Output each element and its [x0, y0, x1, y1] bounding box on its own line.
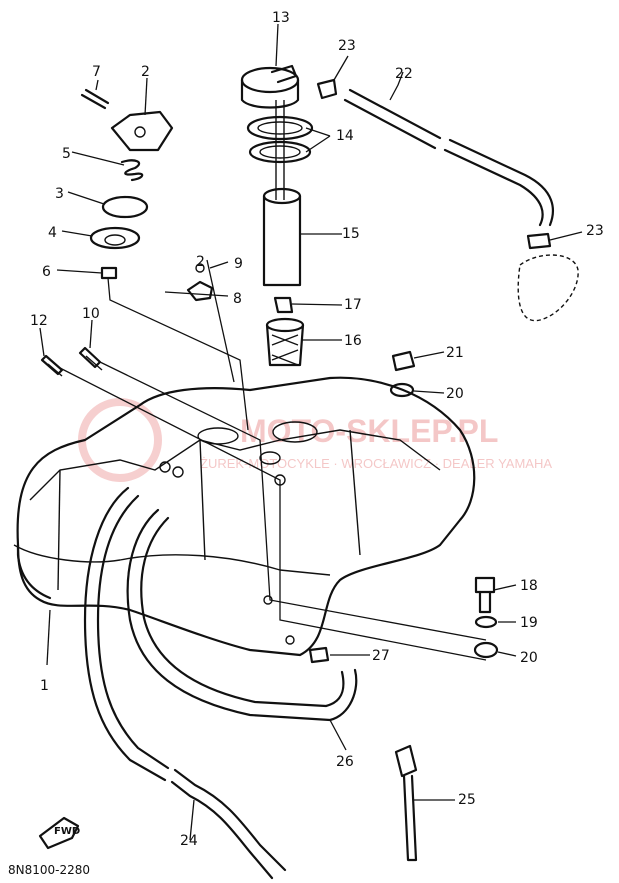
- leader-lines: [39, 23, 583, 841]
- watermark-main: MOTO-SKLEP.PL: [240, 413, 498, 449]
- washer-20-bottom: [473, 641, 499, 659]
- washer-20-top: [389, 382, 415, 398]
- watermark-sub: ŻUREK-MOTOCYKLE · WROCŁAWICZ · DEALER YA…: [200, 456, 552, 471]
- callout-23-right: 23: [586, 223, 604, 239]
- callout-23-top: 23: [338, 38, 356, 54]
- damper: [391, 350, 416, 372]
- callout-4: 4: [48, 225, 57, 241]
- o-rings: [246, 115, 314, 164]
- callout-16: 16: [344, 333, 362, 349]
- clip-27: [308, 646, 330, 664]
- watermark: MOTO-SKLEP.PL ŻUREK-MOTOCYKLE · WROCŁAWI…: [78, 398, 552, 482]
- callout-24: 24: [180, 833, 198, 849]
- diagram-code: 8N8100-2280: [8, 863, 90, 877]
- callout-8: 8: [233, 291, 242, 307]
- seal: [89, 226, 141, 250]
- strainer: [265, 317, 305, 367]
- callout-7: 7: [92, 64, 101, 80]
- callout-27: 27: [372, 648, 390, 664]
- callout-5: 5: [62, 146, 71, 162]
- callout-13: 13: [272, 10, 290, 26]
- strap: [394, 744, 418, 862]
- screw-10: [78, 346, 103, 371]
- fwd-label: FWD: [54, 826, 80, 837]
- callout-15: 15: [342, 226, 360, 242]
- callout-20-top: 20: [446, 386, 464, 402]
- callout-2: 2: [141, 64, 150, 80]
- washer-19: [474, 615, 498, 629]
- fwd-arrow-icon: FWD: [38, 816, 80, 850]
- callout-25: 25: [458, 792, 476, 808]
- hose-clip-top: [316, 78, 338, 100]
- hose-clip-bottom: [526, 232, 552, 250]
- fuel-filter-tube: [262, 187, 302, 287]
- drain-bolt: [100, 266, 118, 280]
- pump-stem: [275, 100, 285, 200]
- callout-10: 10: [82, 306, 100, 322]
- fuel-pump-top: [240, 64, 300, 109]
- callout-labels: 1 2 3 4 5 6 7 8 9 10 12 13 14 15 16 17 1…: [30, 10, 604, 849]
- callout-1: 1: [40, 678, 49, 694]
- callout-18: 18: [520, 578, 538, 594]
- canister-outline: [517, 254, 579, 322]
- callout-9: 9: [234, 256, 243, 272]
- callout-2-small: 2: [196, 254, 205, 270]
- callout-12: 12: [30, 313, 48, 329]
- callout-3: 3: [55, 186, 64, 202]
- callout-20-bottom: 20: [520, 650, 538, 666]
- callout-22: 22: [395, 66, 413, 82]
- bolt-18: [474, 576, 496, 614]
- callout-21: 21: [446, 345, 464, 361]
- gasket: [101, 195, 149, 219]
- hose-26: [126, 508, 358, 722]
- fuel-cap: [80, 88, 174, 152]
- spring: [120, 159, 144, 182]
- callout-26: 26: [336, 754, 354, 770]
- drain-hose-24: [83, 486, 287, 880]
- callout-19: 19: [520, 615, 538, 631]
- callout-17: 17: [344, 297, 362, 313]
- small-washer: [195, 263, 205, 273]
- screw-12: [40, 354, 64, 377]
- callout-6: 6: [42, 264, 51, 280]
- callout-14: 14: [336, 128, 354, 144]
- nipple: [273, 296, 294, 314]
- breather-hose-22: [343, 88, 554, 227]
- clip: [186, 280, 214, 302]
